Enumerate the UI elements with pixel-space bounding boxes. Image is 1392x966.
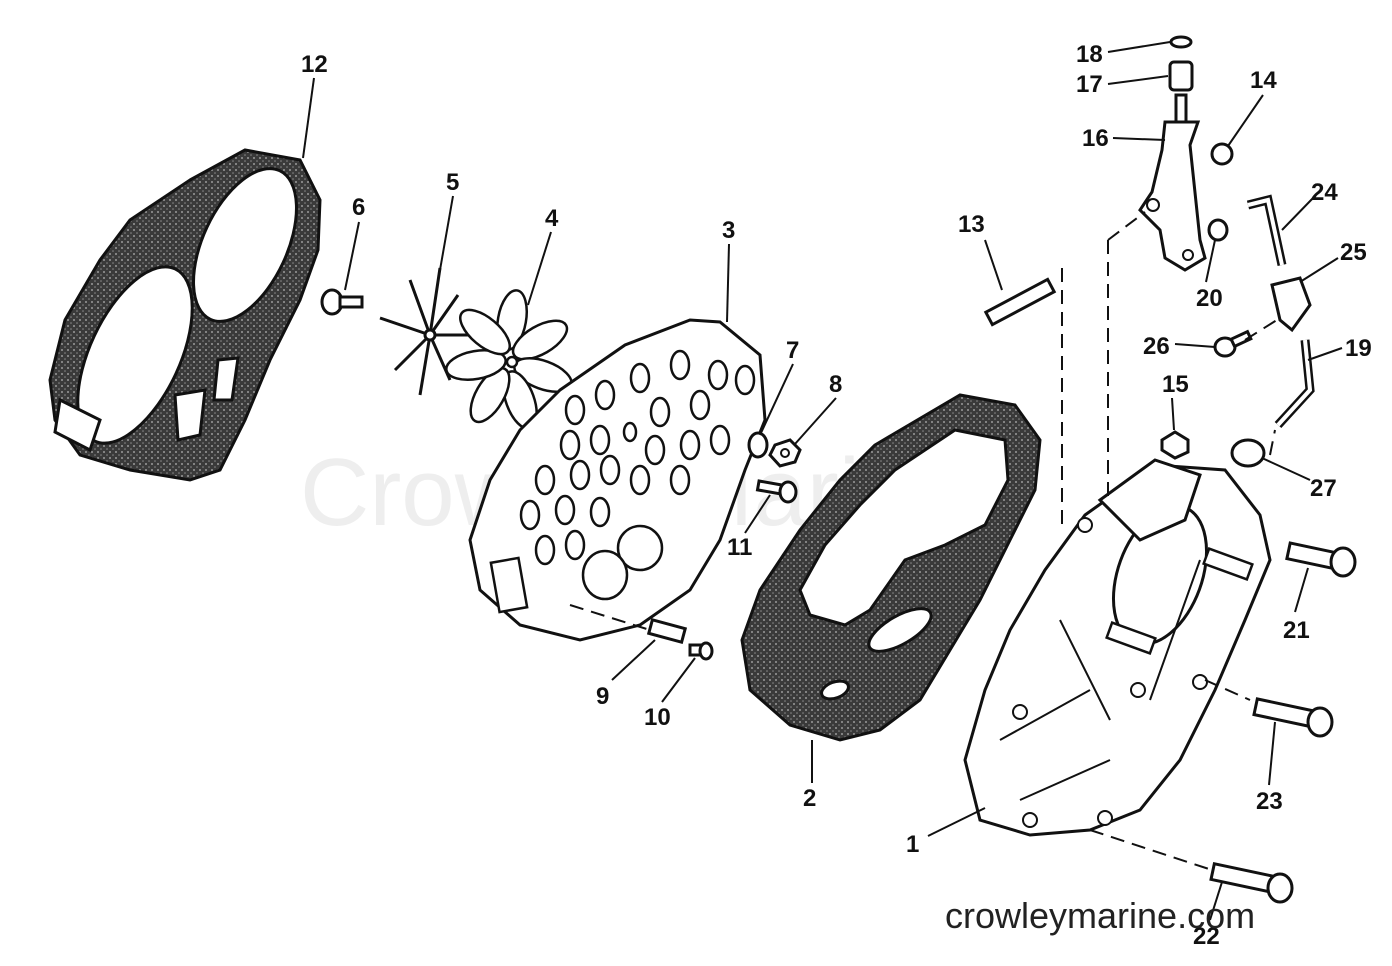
callout-7: 7 <box>786 337 799 364</box>
part-23-bolt <box>1252 697 1334 738</box>
part-13-stud <box>983 277 1057 327</box>
callout-15: 15 <box>1162 371 1189 398</box>
part-18-washer <box>1169 35 1193 49</box>
part-22-bolt <box>1209 861 1294 904</box>
callout-22: 22 <box>1193 923 1220 950</box>
callout-1: 1 <box>906 831 919 858</box>
callout-21: 21 <box>1283 617 1310 644</box>
part-2-gasket <box>740 393 1042 742</box>
callout-9: 9 <box>596 683 609 710</box>
callout-11: 11 <box>727 534 752 561</box>
callout-14: 14 <box>1250 67 1277 94</box>
assembly-dashed-lines <box>569 211 1281 871</box>
part-9-pin <box>646 618 688 644</box>
callout-6: 6 <box>352 194 365 221</box>
callout-27: 27 <box>1310 475 1337 502</box>
part-26-screw <box>1213 329 1253 358</box>
part-20-fitting <box>1207 218 1229 242</box>
callout-18: 18 <box>1076 41 1103 68</box>
callout-12: 12 <box>301 51 328 78</box>
part-11-screw <box>755 479 798 504</box>
part-24-rod <box>1246 194 1287 266</box>
callout-20: 20 <box>1196 285 1223 312</box>
part-1-housing <box>963 458 1272 837</box>
callout-labels: 12 6 5 4 3 7 8 11 9 10 2 1 13 15 18 17 1… <box>301 41 1372 950</box>
part-27-fitting <box>1230 438 1266 468</box>
callout-5: 5 <box>446 169 459 196</box>
callout-24: 24 <box>1311 179 1338 206</box>
part-4-flower-valve <box>445 289 573 430</box>
part-17-bushing <box>1168 60 1194 92</box>
part-19-rod <box>1274 339 1315 429</box>
part-16-lever <box>1138 93 1207 272</box>
part-6-screw <box>320 288 364 316</box>
part-21-bolt <box>1285 541 1357 578</box>
part-5-star-spring <box>379 267 470 396</box>
watermark-url: crowleymarine.com <box>945 895 1255 936</box>
part-15-nut <box>1160 430 1190 460</box>
part-7-washer <box>747 431 769 459</box>
part-25-plate <box>1270 276 1312 333</box>
callout-3: 3 <box>722 217 735 244</box>
part-3-valve-plate <box>468 318 767 642</box>
callout-13: 13 <box>958 211 985 238</box>
callout-10: 10 <box>644 704 671 731</box>
leader-lines <box>302 41 1343 921</box>
callout-26: 26 <box>1143 333 1170 360</box>
part-10-screw <box>688 641 714 661</box>
callout-23: 23 <box>1256 788 1283 815</box>
callout-4: 4 <box>545 205 559 232</box>
callout-16: 16 <box>1082 125 1109 152</box>
callout-2: 2 <box>803 785 816 812</box>
part-14-fitting <box>1210 142 1234 166</box>
part-12-gasket <box>48 148 322 482</box>
callout-17: 17 <box>1076 71 1103 98</box>
callout-19: 19 <box>1345 335 1372 362</box>
part-8-nut <box>768 438 802 468</box>
callout-25: 25 <box>1340 239 1367 266</box>
callout-8: 8 <box>829 371 842 398</box>
